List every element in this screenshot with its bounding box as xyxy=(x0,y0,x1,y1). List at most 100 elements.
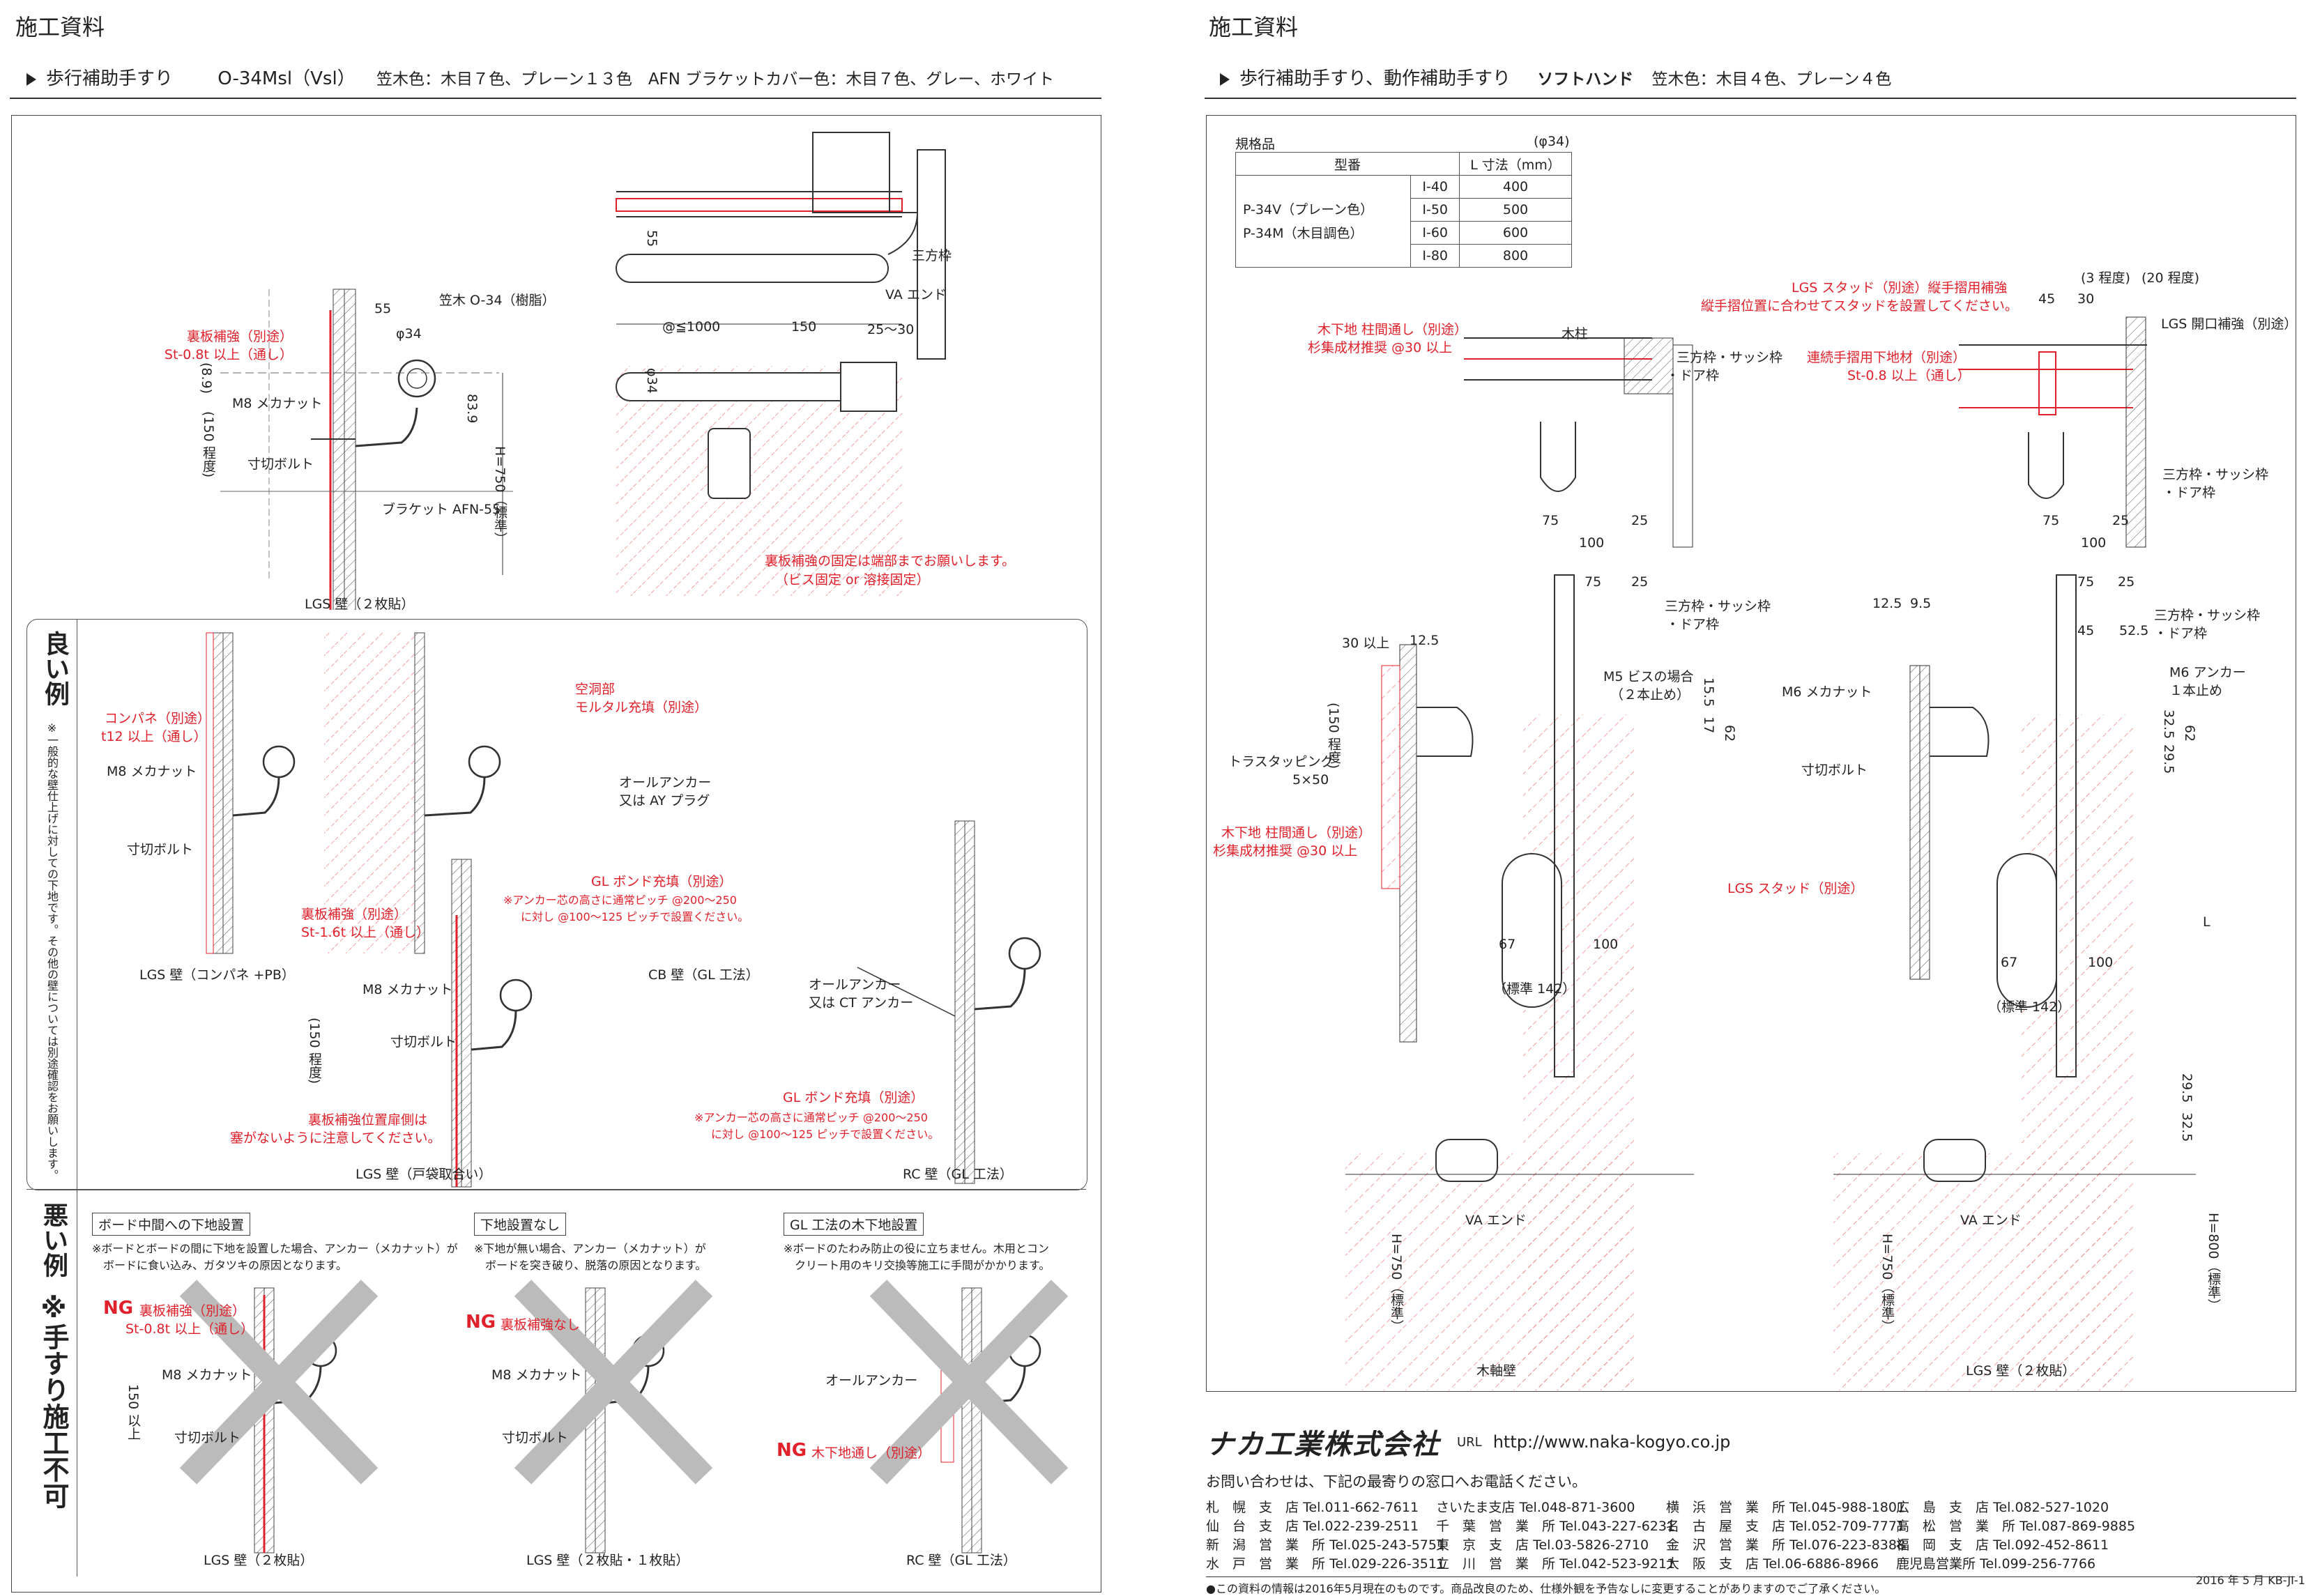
wood-truss: トラスタッピング xyxy=(1228,754,1334,769)
office-list: 札 幌 支 店 Tel.011-662-7611 さいたま支店 Tel.048-… xyxy=(1206,1498,2136,1574)
c-anchor: オールアンカー xyxy=(619,775,712,790)
lgs-d142: （標準 142） xyxy=(1988,999,2071,1015)
lgs-d45: 45 xyxy=(2038,291,2056,307)
dim-839: 83.9 xyxy=(464,394,480,424)
lgs-va-end: VA エンド xyxy=(1960,1213,2022,1228)
office-entry: 仙 台 支 店 Tel.022-239-2511 xyxy=(1206,1519,1419,1534)
wood-d25: 25 xyxy=(1631,513,1649,528)
wood-va-end: VA エンド xyxy=(1465,1213,1527,1228)
e-spec: St-0.8t 以上（通し） xyxy=(125,1321,254,1337)
lgs-d95: 9.5 xyxy=(1910,596,1932,611)
spec-phi: (φ34) xyxy=(1534,134,1570,149)
lgs-d125: 12.5 xyxy=(1872,596,1902,611)
bad-example-label: 悪い例 xyxy=(39,1202,68,1277)
lgs-d62: 62 xyxy=(2182,725,2197,742)
f-nut: M8 メカナット xyxy=(491,1367,582,1383)
wood-red-3: 木下地 柱間通し（別途） xyxy=(1221,825,1372,841)
phi34b-label: φ34 xyxy=(644,368,659,394)
d-wall: RC 壁（GL 工法） xyxy=(903,1167,1013,1182)
h750-label: H=750（標準） xyxy=(492,446,507,546)
right-heading-text: 歩行補助手すり、動作補助手すり xyxy=(1239,68,1511,89)
triangle-bullet-icon xyxy=(1220,72,1230,86)
f-bolt: 寸切ボルト xyxy=(502,1430,569,1445)
wood-red-2: 杉集成材推奨 @30 以上 xyxy=(1308,340,1453,355)
wood-m5b: （２本止め） xyxy=(1610,687,1690,703)
office-entry: 鹿児島営業所 Tel.099-256-7766 xyxy=(1896,1556,2096,1572)
office-row: 水 戸 営 業 所 Tel.029-226-3511 立 川 営 業 所 Tel… xyxy=(1206,1555,2126,1574)
lgs-d75: 75 xyxy=(2042,513,2060,528)
left-model: O-34Msl（Vsl） xyxy=(217,68,356,89)
lgs-d45b: 45 xyxy=(2077,623,2095,638)
left-heading-text: 歩行補助手すり xyxy=(46,68,174,89)
good-example-label: 良い例 xyxy=(40,631,69,706)
lgs-d295: 29.5 xyxy=(2161,744,2176,774)
lgs-d25b: 25 xyxy=(2118,574,2135,590)
good-bad-drawings xyxy=(179,632,1069,1553)
wood-d155: 15.5 xyxy=(1701,677,1716,707)
d-anchor2: 又は CT アンカー xyxy=(809,995,914,1011)
wood-m5: M5 ビスの場合 xyxy=(1603,669,1694,684)
dim-150-approx: (150 程度) xyxy=(201,411,216,478)
e-text-2: ボードに食い込み、ガタツキの原因となります。 xyxy=(103,1259,347,1272)
f-ng: NG xyxy=(466,1312,496,1333)
spec-row-value: 400 xyxy=(1459,175,1572,199)
spec-row: I-40 xyxy=(1410,175,1460,199)
wood-d100b: 100 xyxy=(1593,937,1619,952)
wood-wall: 木軸壁 xyxy=(1476,1363,1517,1379)
va-end-label: VA エンド xyxy=(885,287,947,302)
b-dim: (150 程度) xyxy=(307,1018,322,1084)
good-examples-box xyxy=(26,619,1087,1190)
d-anchor: オールアンカー xyxy=(809,977,901,992)
dim-55b: 55 xyxy=(644,230,659,247)
good-side-note: ※一般的な壁仕上げに対しての下地です。その他の壁については別途確認をお願いします… xyxy=(45,721,59,1181)
e-backing: 裏板補強（別途） xyxy=(139,1303,246,1319)
lgs-d75b: 75 xyxy=(2077,574,2095,590)
a-nut: M8 メカナット xyxy=(107,764,197,779)
lgs-d3: (3 程度) xyxy=(2081,270,2130,286)
lgs-d100b: 100 xyxy=(2088,955,2114,970)
office-row: 新 潟 営 業 所 Tel.025-243-5751 東 京 支 店 Tel.0… xyxy=(1206,1536,2126,1555)
lgs-frame: 三方枠・サッシ枠 xyxy=(2162,467,2269,482)
office-entry: 広 島 支 店 Tel.082-527-1020 xyxy=(1896,1500,2109,1515)
lgs-wall-label: LGS 壁（２枚貼） xyxy=(305,597,415,612)
e-dim: 150 以上 xyxy=(125,1384,141,1441)
wood-frame-b2: ・ドア枠 xyxy=(1666,617,1720,632)
lgs-L: L xyxy=(2203,914,2210,930)
office-entry: 水 戸 営 業 所 Tel.029-226-3511 xyxy=(1206,1556,1446,1572)
wood-d75: 75 xyxy=(1542,513,1559,528)
lgs-d67: 67 xyxy=(2001,955,2018,970)
lgs-d525: 52.5 xyxy=(2119,623,2149,638)
lgs-h800: H=800（標準） xyxy=(2206,1213,2221,1312)
g-wall: RC 壁（GL 工法） xyxy=(906,1553,1016,1568)
office-entry: 千 葉 営 業 所 Tel.043-227-6231 xyxy=(1436,1519,1676,1534)
f-text-1: ※下地が無い場合、アンカー（メカナット）が xyxy=(474,1242,706,1255)
office-entry: 高 松 営 業 所 Tel.087-869-9885 xyxy=(1896,1519,2136,1534)
wood-frame: 三方枠・サッシ枠 xyxy=(1677,350,1783,365)
pitch-label: @≦1000 xyxy=(662,319,721,335)
right-header-rule xyxy=(1205,98,2296,99)
office-entry: 福 岡 支 店 Tel.092-452-8611 xyxy=(1896,1537,2109,1553)
office-entry: 札 幌 支 店 Tel.011-662-7611 xyxy=(1206,1500,1419,1515)
company-url[interactable]: http://www.naka-kogyo.co.jp xyxy=(1492,1432,1731,1452)
doc-id: 2016 年 5 月 KB-JI-1 xyxy=(2196,1574,2305,1587)
spec-caption: 規格品 xyxy=(1235,137,1276,152)
lgs-h750: H=750（標準） xyxy=(1879,1234,1895,1333)
company-header: ナカ工業株式会社 URL http://www.naka-kogyo.co.jp xyxy=(1206,1422,1730,1462)
lgs-bolt: 寸切ボルト xyxy=(1801,762,1868,778)
lgs-m6: M6 アンカー xyxy=(2169,665,2246,680)
office-entry: 名 古 屋 支 店 Tel.052-709-7771 xyxy=(1666,1519,1906,1534)
left-frame xyxy=(11,115,1101,1593)
f-wall: LGS 壁（２枚貼・１枚貼） xyxy=(526,1553,689,1568)
sanpo-frame-label: 三方枠 xyxy=(912,248,952,263)
d-bond: GL ボンド充填（別途） xyxy=(783,1090,924,1105)
right-drawings xyxy=(1345,316,2196,1390)
spec-col-L: L 寸法（mm） xyxy=(1459,152,1572,176)
wood-d25b: 25 xyxy=(1631,574,1649,590)
lgs-m8: M6 メカナット xyxy=(1782,684,1872,700)
d-note-2: に対し @100～125 ピッチで設置ください。 xyxy=(711,1128,940,1141)
right-colors: 笠木色：木目４色、プレーン４色 xyxy=(1651,70,1892,89)
wood-d150: (150 程度) xyxy=(1326,703,1341,769)
wood-d75b: 75 xyxy=(1585,574,1602,590)
backing-note-1: 裏板補強の固定は端部までお願いします。 xyxy=(765,553,1016,569)
c-bond: GL ボンド充填（別途） xyxy=(591,874,733,889)
